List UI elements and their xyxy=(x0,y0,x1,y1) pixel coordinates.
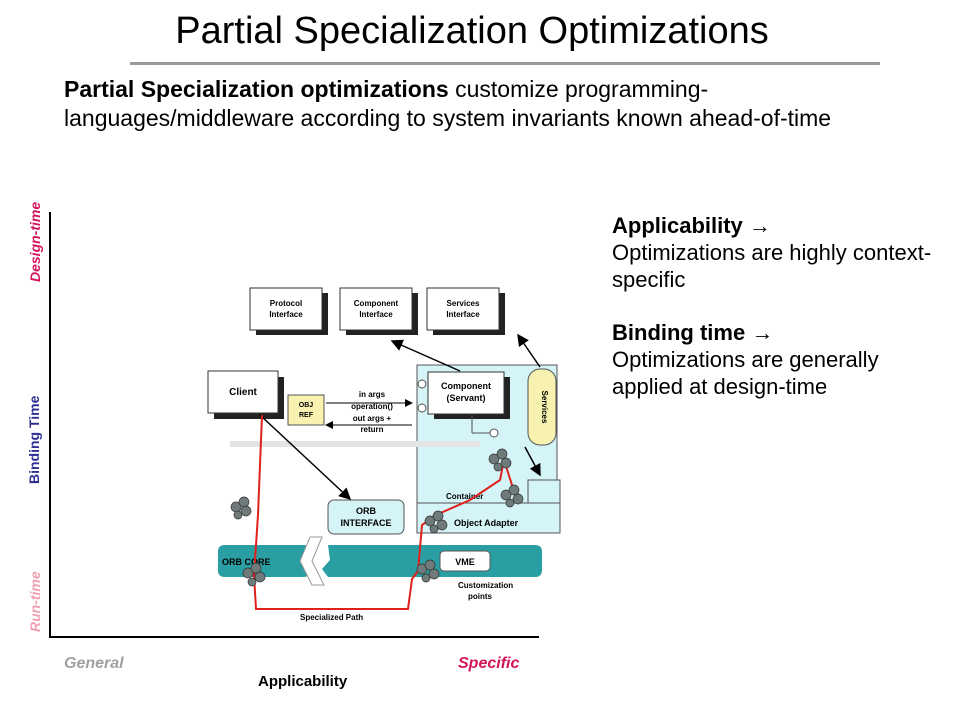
custom-point-blob xyxy=(488,448,512,472)
svg-text:Client: Client xyxy=(229,387,257,398)
services-pill: Services xyxy=(527,368,557,446)
intro-text: Partial Specialization optimizations cus… xyxy=(64,75,864,133)
svg-text:Interface: Interface xyxy=(359,310,393,319)
note-binding-time: Binding time →Optimizations are generall… xyxy=(612,320,879,399)
svg-text:REF: REF xyxy=(299,412,314,419)
svg-text:Services: Services xyxy=(540,391,549,424)
page-title: Partial Specialization Optimizations xyxy=(175,10,769,52)
arrow-icon: → xyxy=(751,320,774,345)
object-adapter-label: Object Adapter xyxy=(454,518,519,528)
component-servant-box: Component (Servant) xyxy=(427,371,510,419)
svg-text:Component: Component xyxy=(354,299,399,308)
component-interface-box: Component Interface xyxy=(339,287,418,335)
note-applicability: Applicability →Optimizations are highly … xyxy=(612,213,932,292)
axis-label-specific: Specific xyxy=(458,655,520,672)
svg-text:Interface: Interface xyxy=(446,310,480,319)
svg-text:return: return xyxy=(360,425,383,434)
svg-text:OBJ: OBJ xyxy=(299,402,314,409)
obj-ref-box: OBJ REF xyxy=(287,394,325,426)
specialized-path-label: Specialized Path xyxy=(300,613,363,622)
svg-text:out args +: out args + xyxy=(353,414,392,423)
customization-label: Customization xyxy=(458,581,513,590)
axis-label-binding-time: Binding Time xyxy=(26,395,42,484)
custom-point-blob xyxy=(416,559,440,583)
orb-core-label: ORB CORE xyxy=(222,557,271,567)
svg-text:VME: VME xyxy=(455,557,475,567)
intro-rest: customize programming-languages/middlewa… xyxy=(64,76,832,131)
client-box: Client xyxy=(207,370,284,419)
svg-text:Protocol: Protocol xyxy=(270,299,302,308)
custom-point-blob xyxy=(424,510,448,534)
axis-label-general: General xyxy=(64,655,124,672)
side-notes: Applicability →Optimizations are highly … xyxy=(612,212,932,426)
intro-bold: Partial Specialization optimizations xyxy=(64,76,449,102)
protocol-interface-box: Protocol Interface xyxy=(249,287,328,335)
title-underline xyxy=(130,62,880,65)
in-args-label: in args operation() out args + return xyxy=(351,390,393,434)
axis-title-applicability: Applicability xyxy=(258,673,348,690)
svg-text:(Servant): (Servant) xyxy=(446,393,485,403)
svg-text:in args: in args xyxy=(359,390,386,399)
orb-interface-box: ORB INTERFACE xyxy=(327,499,405,535)
middleware-diagram: Protocol Interface Component Interface S… xyxy=(207,287,561,622)
custom-point-blob xyxy=(230,496,252,520)
container-label: Container xyxy=(446,492,483,501)
custom-point-blob xyxy=(500,484,524,508)
vme-box: VME xyxy=(439,550,491,572)
x-axis-line xyxy=(49,636,539,638)
svg-text:INTERFACE: INTERFACE xyxy=(340,518,391,528)
svg-text:Component: Component xyxy=(441,381,491,391)
services-interface-box: Services Interface xyxy=(426,287,505,335)
svg-text:Services: Services xyxy=(447,299,480,308)
axis-label-design-time: Design-time xyxy=(27,201,43,282)
svg-text:ORB: ORB xyxy=(356,506,377,516)
customization-label-2: points xyxy=(468,592,493,601)
orb-core-bar-left xyxy=(218,545,310,577)
y-axis-line xyxy=(49,212,51,638)
custom-point-blob xyxy=(242,562,266,587)
svg-text:Interface: Interface xyxy=(269,310,303,319)
svg-text:operation(): operation() xyxy=(351,402,393,411)
axis-label-run-time: Run-time xyxy=(27,571,43,632)
arrow-icon: → xyxy=(748,213,771,238)
